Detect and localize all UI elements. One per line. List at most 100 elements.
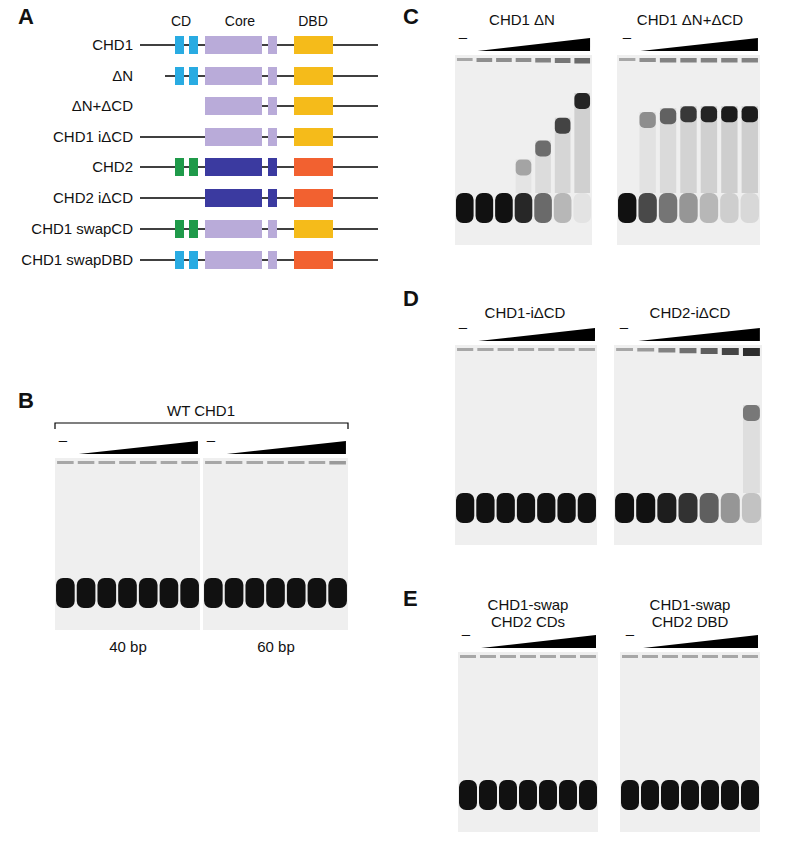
free-dna-band [245, 578, 264, 608]
figure-label: – [459, 28, 467, 45]
free-dna-band [495, 193, 513, 223]
panel-letter: D [403, 286, 419, 311]
gel-well [457, 348, 473, 351]
free-dna-band [499, 780, 517, 810]
figure-label: ΔN+ΔCD [72, 97, 133, 114]
dbd-box [294, 67, 333, 85]
shifted-band [743, 405, 760, 421]
chromodomain-box [175, 220, 184, 238]
gel-well [682, 655, 698, 658]
gel-well [516, 58, 532, 62]
gel-well [722, 348, 739, 355]
shifted-band [721, 106, 737, 122]
gel-smear [639, 112, 655, 193]
chromodomain-box [175, 251, 184, 269]
core-box [268, 97, 277, 115]
figure-label: CHD2 [92, 158, 133, 175]
gel-smear [555, 118, 571, 193]
gel-well [639, 58, 655, 62]
free-dna-band [204, 578, 223, 608]
free-dna-band [659, 193, 677, 223]
chromodomain-box [189, 251, 198, 269]
free-dna-band [679, 193, 697, 223]
gel-well [520, 655, 536, 658]
figure-label: – [59, 431, 67, 448]
figure-label: CHD2-iΔCD [650, 304, 731, 321]
gel-well [680, 348, 697, 353]
gel-well [480, 655, 496, 658]
chromodomain-box [175, 36, 184, 54]
shifted-band [639, 112, 655, 128]
gel-smear [701, 106, 717, 193]
gel-well [555, 58, 571, 63]
figure-label: – [459, 318, 467, 335]
gel-background [203, 458, 348, 630]
shifted-band [535, 141, 551, 157]
gel-well [660, 58, 676, 63]
gel-background [620, 652, 760, 832]
gel-well [460, 655, 476, 658]
free-dna-band [519, 780, 537, 810]
dbd-box [294, 251, 333, 269]
free-dna-band [118, 578, 137, 608]
free-dna-band [554, 193, 572, 223]
free-dna-band [539, 780, 557, 810]
dbd-box [294, 36, 333, 54]
gel-well [500, 655, 516, 658]
free-dna-band [497, 493, 515, 523]
free-dna-band [515, 193, 533, 223]
bracket [55, 423, 348, 429]
free-dna-band [615, 493, 634, 523]
titration-wedge [643, 635, 758, 648]
free-dna-band [721, 780, 739, 810]
figure-label: – [207, 431, 215, 448]
gel-background [614, 345, 762, 545]
free-dna-band [721, 493, 740, 523]
gel-well [658, 348, 675, 353]
dbd-box [294, 220, 333, 238]
gel-background [455, 345, 597, 545]
shifted-band [660, 108, 676, 124]
figure-label: DBD [298, 13, 328, 29]
free-dna-band [559, 780, 577, 810]
free-dna-band [741, 193, 759, 223]
gel-background [617, 55, 760, 245]
gel-well [580, 655, 596, 658]
gel-well [680, 58, 696, 63]
titration-wedge [227, 441, 346, 454]
figure-label: CHD1 swapDBD [21, 251, 133, 268]
gel-well [181, 461, 198, 464]
chromodomain-box [175, 158, 184, 176]
gel-well [574, 58, 590, 64]
free-dna-band [741, 780, 759, 810]
titration-wedge [638, 328, 760, 341]
gel-well [743, 348, 760, 356]
core-box [268, 36, 277, 54]
core-box [268, 251, 277, 269]
free-dna-band [266, 578, 285, 608]
gel-background [455, 55, 592, 245]
gel-well [616, 348, 633, 351]
shifted-band [555, 118, 571, 134]
gel-well [518, 348, 534, 351]
figure-label: CHD1 swapCD [31, 220, 133, 237]
gel-well [226, 461, 243, 464]
free-dna-band [578, 493, 596, 523]
free-dna-band [742, 493, 761, 523]
figure-label: – [462, 625, 470, 642]
figure-label: CD [171, 13, 191, 29]
gel-well [140, 461, 157, 464]
gel-well [329, 461, 346, 465]
figure-label: CHD1 ΔN+ΔCD [637, 11, 743, 28]
shifted-band [742, 106, 758, 122]
free-dna-band [77, 578, 96, 608]
figure-label: – [626, 625, 634, 642]
gel-well [119, 461, 136, 464]
free-dna-band [701, 780, 719, 810]
figure-label: CHD1-iΔCD [485, 304, 566, 321]
chromodomain-box [175, 67, 184, 85]
figure-label: – [620, 318, 628, 335]
gel-smear [535, 141, 551, 194]
free-dna-band [537, 493, 555, 523]
figure-label: CHD1-swap CHD2 DBD [635, 596, 745, 631]
